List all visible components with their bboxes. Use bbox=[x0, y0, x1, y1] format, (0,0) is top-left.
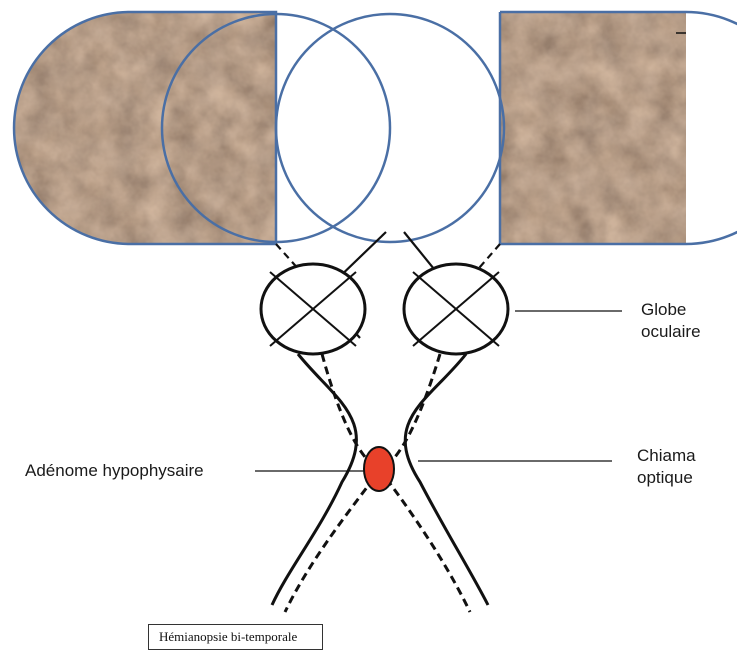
left-blind-field bbox=[14, 12, 276, 244]
pituitary-adenoma-mark bbox=[364, 447, 394, 491]
caption-box: Hémianopsie bi-temporale bbox=[148, 624, 323, 650]
adenoma-label: Adénome hypophysaire bbox=[25, 460, 204, 482]
right-blind-field bbox=[500, 12, 686, 244]
right-crossing-dashed bbox=[285, 354, 440, 612]
left-outer-nerve bbox=[272, 354, 356, 605]
caption-text: Hémianopsie bi-temporale bbox=[159, 629, 297, 644]
chiasma-label: Chiama optique bbox=[637, 445, 696, 489]
left-crossing-dashed bbox=[322, 354, 470, 612]
globe-label: Globe oculaire bbox=[641, 299, 701, 343]
